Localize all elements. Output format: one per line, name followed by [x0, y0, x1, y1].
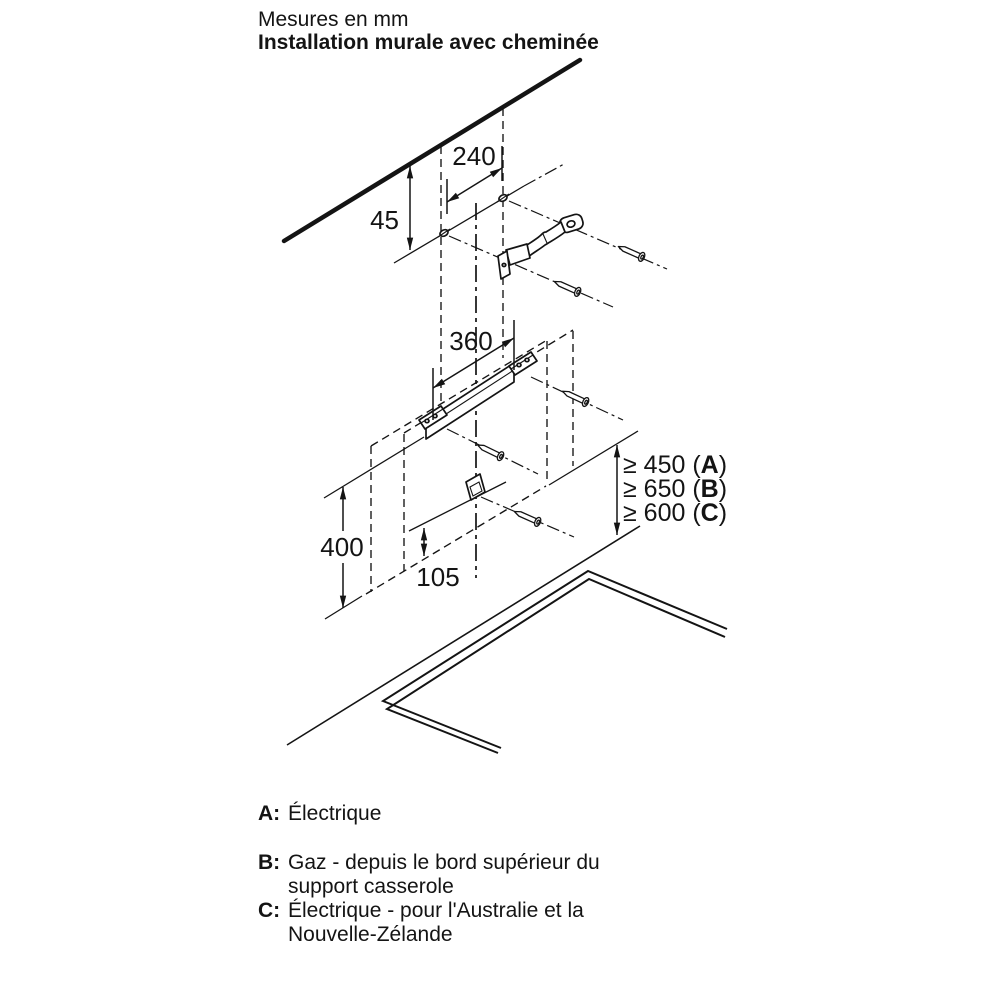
cooktop-outline: [380, 569, 728, 754]
dim-105-label: 105: [416, 562, 459, 592]
legend-text-a: Électrique: [288, 802, 381, 825]
clearance-a-key: A: [701, 451, 719, 479]
chimney-bracket: [497, 213, 584, 280]
dim-360-line: [432, 337, 515, 389]
rail-right-tab-hole-1: [516, 362, 522, 368]
lower-bracket-plate: [465, 473, 486, 501]
legend-key-b: B:: [258, 851, 280, 874]
chimney-bracket-strap: [523, 221, 566, 258]
chimney-bracket-foot: [505, 243, 531, 266]
clearance-row-c: ≥ 600 (C): [623, 499, 727, 527]
clearance-c-key: C: [701, 499, 719, 527]
counter-back-edge-line: [286, 525, 641, 746]
clearance-b-key: B: [701, 475, 719, 503]
drill-hole-left-tick: [437, 228, 451, 238]
dimension-400: 400: [320, 487, 364, 608]
legend-key-c: C:: [258, 899, 280, 922]
cooktop-edge-outer: [380, 569, 728, 749]
dimension-360: 360: [432, 320, 515, 420]
hood-bottom-edge-dashed: [365, 485, 547, 595]
wall-ceiling-line: [281, 57, 583, 244]
reference-lines: [286, 185, 641, 746]
chimney-bracket-hole: [566, 219, 576, 229]
dimension-240: 240: [446, 141, 503, 214]
legend-text-b-line2: support casserole: [288, 875, 454, 898]
clearance-a-value: ≥ 450: [623, 451, 685, 479]
clearance-b-value: ≥ 650: [623, 475, 685, 503]
clearance-b-close: ): [719, 475, 727, 503]
cooktop-edge-inner: [384, 577, 726, 754]
clearance-row-a: ≥ 450 (A): [623, 451, 727, 479]
rail-bar: [425, 362, 515, 440]
dim-240-line: [446, 167, 503, 203]
dim-400-label: 400: [320, 532, 363, 562]
dimension-clearance: ≥ 450 (A) ≥ 650 (B) ≥ 600 (C): [613, 445, 727, 535]
clearance-c-value: ≥ 600: [623, 499, 685, 527]
rail-screw-lower: [474, 440, 506, 463]
dimension-105: 105: [416, 528, 460, 592]
legend: A: Électrique B: Gaz - depuis le bord su…: [258, 802, 600, 946]
clearance-b-open: (: [685, 475, 701, 503]
page-title: Installation murale avec cheminée: [258, 31, 599, 54]
header: Mesures en mm Installation murale avec c…: [258, 8, 599, 54]
rail-level-extension-line: [323, 436, 425, 499]
dim-240-label: 240: [452, 141, 495, 171]
chimney-bracket-foot-hole: [501, 262, 507, 268]
dim-45-label: 45: [370, 205, 399, 235]
lower-bracket-level-line: [408, 481, 507, 532]
lower-bracket-inner-fold: [469, 481, 483, 497]
rail-left-tab-hole-1: [424, 418, 430, 424]
legend-text-c-line1: Électrique - pour l'Australie et la: [288, 899, 584, 922]
clearance-row-b: ≥ 650 (B): [623, 475, 727, 503]
page-subtitle: Mesures en mm: [258, 8, 409, 31]
clearance-a-close: ): [719, 451, 727, 479]
lower-bracket-screw: [511, 506, 543, 528]
legend-key-a: A:: [258, 802, 280, 825]
mounting-rail: [418, 351, 538, 440]
clearance-a-open: (: [685, 451, 701, 479]
lower-bracket: [465, 473, 486, 501]
chimney-screw-axis-upper: [508, 200, 668, 270]
chimney-screw-lower: [551, 276, 583, 298]
dimension-45: 45: [370, 166, 414, 250]
clearance-c-open: (: [685, 499, 701, 527]
legend-text-c-line2: Nouvelle-Zélande: [288, 923, 453, 946]
clearance-c-close: ): [719, 499, 727, 527]
chimney-screw-upper: [615, 241, 647, 263]
dim-360-label: 360: [449, 326, 492, 356]
legend-text-b-line1: Gaz - depuis le bord supérieur du: [288, 851, 600, 874]
chimney-bracket-fold: [542, 233, 548, 244]
rail-screw-upper: [559, 386, 591, 409]
hood-front-top-edge: [370, 339, 548, 447]
hood-bottom-extension-right: [548, 430, 639, 486]
rail-right-tab-hole-2: [524, 357, 530, 363]
chimney-holes-line-extension: [523, 163, 565, 187]
